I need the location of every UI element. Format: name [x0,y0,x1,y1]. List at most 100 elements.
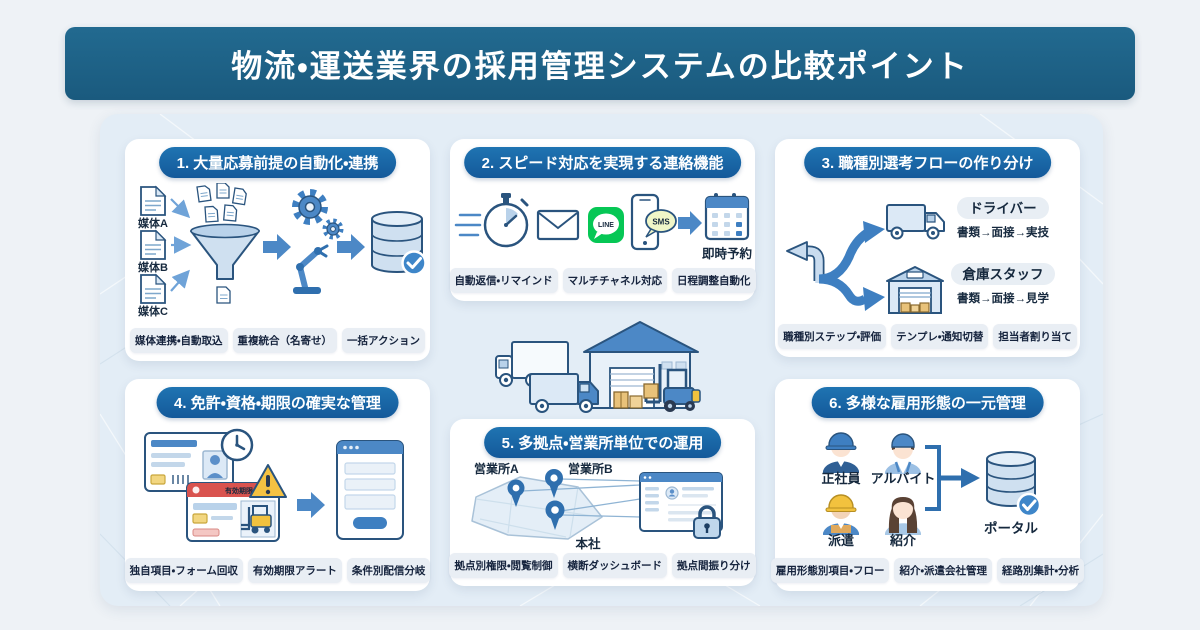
smartphone-sms-icon: SMS [630,193,677,251]
feature-tags: 職種別ステップ・評価 テンプレ・通知切替 担当者割り当て [775,324,1080,349]
parttime-label: アルバイト [871,471,936,486]
database-icon [986,451,1036,507]
card-title-badge: 3. 職種別選考フローの作り分け [803,147,1052,178]
worker-avatar-icon [823,494,859,535]
license-illustration: 有効期限 [144,428,404,542]
automation-illustration: 媒体A 媒体B 媒体C [138,183,427,318]
check-icon [1016,492,1042,518]
worker-avatar-icon [885,497,921,535]
feature-tag: 経路別集計・分析 [997,558,1085,583]
office-b-label: 営業所B [568,461,613,476]
warning-triangle-icon [249,464,287,498]
referral-label: 紹介 [889,533,917,548]
content-panel: 1. 大量応募前提の自動化・連携 媒体A 媒体B 媒体C [100,114,1103,606]
check-icon [401,250,427,276]
line-label: LINE [598,222,614,229]
sms-label: SMS [652,218,670,227]
dispatch-label: 派遣 [828,533,854,548]
feature-tags: 拠点別権限・閲覧制御 横断ダッシュボード 拠点間振り分け [449,553,756,578]
form-icon [336,440,404,540]
feature-tags: 雇用形態別項目・フロー 紹介・派遣会社管理 経路別集計・分析 [770,558,1085,583]
driver-label: ドライバー [969,201,1036,216]
media-a-label: 媒体A [138,216,168,230]
stopwatch-icon [454,193,529,248]
card-jobtype-flows: 3. 職種別選考フローの作り分け [775,139,1080,357]
feature-tag: 拠点別権限・閲覧制御 [449,553,558,578]
flow-split-illustration: ドライバー 書類→面接→実技 倉庫スタッフ 書類→面接→見学 [786,197,1055,314]
warehouse-icon [886,266,944,314]
card-title-badge: 2. スピード対応を実現する連絡機能 [463,147,742,178]
arrow-icon [263,234,291,260]
feature-tag: 紹介・派遣会社管理 [894,558,993,583]
connection-lines [521,478,641,518]
card-title-badge: 4. 免許・資格・期限の確実な管理 [156,387,399,418]
map-icon [471,476,603,540]
feature-tag: 雇用形態別項目・フロー [770,558,890,583]
feature-tag: 独自項目・フォーム回収 [124,558,243,583]
feature-tag: 有効期限アラート [247,558,342,583]
card-title-badge: 6. 多様な雇用形態の一元管理 [811,387,1044,418]
line-app-icon: LINE [588,207,624,243]
card-multisite-operation: 5. 多拠点・営業所単位での運用 営業所A 営業所B 本社 [449,419,756,586]
map-pin-icon [507,469,565,530]
cargo-box-icon [613,391,643,409]
truck-icon [886,204,945,240]
feature-tag: 一括アクション [342,328,426,353]
lock-icon [693,505,721,539]
worker-avatar-icon [885,433,921,474]
employment-illustration: 正社員 アルバイト 派遣 紹介 ポータル [821,432,1042,548]
forklift-icon [643,364,701,412]
arrow-icon [678,211,702,235]
license-card-icon [144,432,234,492]
clock-icon [220,428,254,462]
robot-arm-icon [293,244,329,294]
gear-icon [292,189,344,240]
flow-arrows [170,198,192,292]
feature-tag: 条件別配信分岐 [346,558,431,583]
feature-tag: 日程調整自動化 [672,268,756,293]
media-c-label: 媒体C [138,304,168,318]
driver-label-pill [957,197,1049,219]
document-icon [140,185,167,304]
portal-label: ポータル [984,520,1038,536]
media-b-label: 媒体B [138,260,168,274]
card-title-badge: 5. 多拠点・営業所単位での運用 [483,427,722,458]
feature-tag: 媒体連携・自動取込 [129,328,228,353]
feature-tag: 拠点間振り分け [672,553,756,578]
delivery-truck-icon [529,373,599,413]
warehouse-staff-label: 倉庫スタッフ [963,266,1044,282]
feature-tag: マルチチャネル対応 [562,268,667,293]
card-speed-communication: 2. スピード対応を実現する連絡機能 [449,139,756,301]
feature-tags: 独自項目・フォーム回収 有効期限アラート 条件別配信分岐 [124,558,431,583]
office-a-label: 営業所A [474,461,519,476]
branch-arrows-icon [786,221,885,311]
feature-tag: テンプレ・通知切替 [891,324,989,349]
instant-booking-label: 即時予約 [702,246,752,261]
feature-tag: 自動返信・リマインド [449,268,558,293]
arrow-icon [337,234,365,260]
multisite-illustration: 営業所A 営業所B 本社 [471,461,723,551]
feature-tags: 媒体連携・自動取込 重複統合（名寄せ） 一括アクション [125,328,430,353]
envelope-icon [536,209,580,241]
card-automation-integration: 1. 大量応募前提の自動化・連携 媒体A 媒体B 媒体C [125,139,430,361]
communication-illustration: LINE SMS [454,193,752,261]
title-bar: 物流・運送業界の採用管理システムの比較ポイント [65,27,1135,100]
calendar-icon [704,193,750,241]
page-title: 物流・運送業界の採用管理システムの比較ポイント [231,49,969,84]
funnel-icon [190,183,260,304]
driver-flow-label: 書類→面接→実技 [957,225,1049,239]
card-license-management: 4. 免許・資格・期限の確実な管理 [124,379,431,591]
fulltime-label: 正社員 [821,471,860,486]
arrow-icon [297,492,325,518]
feature-tag: 担当者割り当て [993,324,1077,349]
expiry-banner-label: 有効期限 [225,486,253,495]
card-title-badge: 1. 大量応募前提の自動化・連携 [158,147,397,178]
warehouse-label-pill [951,263,1055,285]
worker-avatar-icon [823,432,859,473]
feature-tag: 横断ダッシュボード [562,553,668,578]
feature-tag: 重複統合（名寄せ） [232,328,338,353]
warehouse-flow-label: 書類→面接→見学 [957,291,1049,305]
feature-tag: 職種別ステップ・評価 [778,324,887,349]
card-employment-types: 6. 多様な雇用形態の一元管理 [770,379,1085,591]
